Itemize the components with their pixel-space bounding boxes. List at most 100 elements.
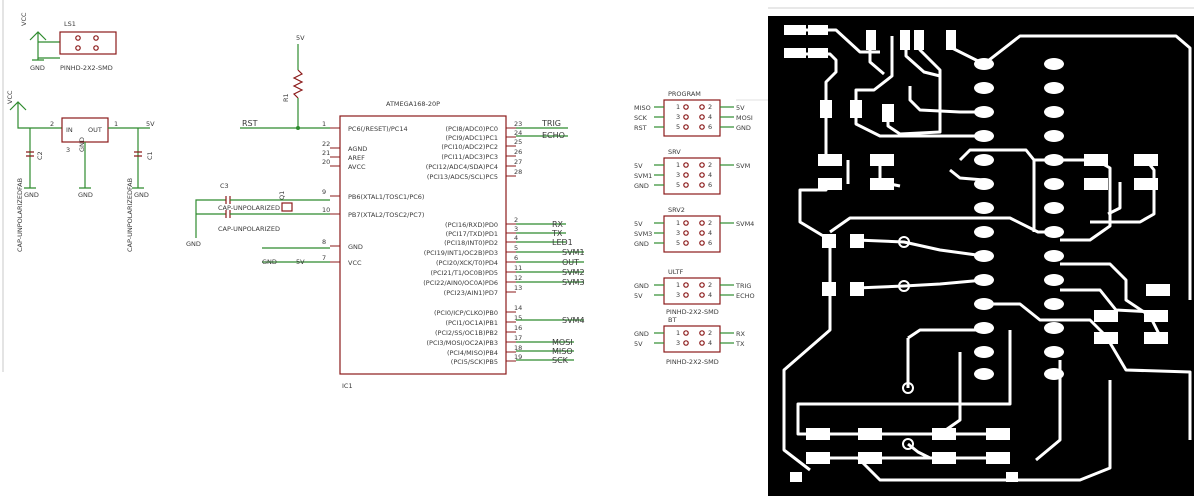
header-pin-num: 3 (676, 171, 680, 179)
header-left-label: GND (634, 182, 649, 190)
smd-pad (882, 104, 894, 122)
header-pin (683, 124, 689, 130)
ic1-left-pin-num: 22 (322, 140, 330, 148)
header-pin (699, 230, 705, 236)
header-pin (699, 340, 705, 346)
ic1-left-pin-label: GND (348, 243, 363, 251)
gnd-label-c2: GND (24, 191, 39, 199)
smd-pad (1094, 332, 1118, 344)
header-left-label: SCK (634, 114, 648, 122)
ic1-left-pin-num: 20 (322, 158, 330, 166)
c3-name: C3 (220, 182, 229, 190)
ic1-right-pin-label: (PCI12/ADC4/SDA)PC4 (426, 163, 498, 171)
ic1-name: IC1 (342, 382, 353, 390)
header-body (663, 277, 721, 305)
smd-pad (850, 234, 864, 248)
net-out: OUT (562, 258, 579, 267)
header-left-label: GND (634, 282, 649, 290)
header-pin (683, 162, 689, 168)
c1-value: CAP-UNPOLARIZEDFAB (126, 178, 134, 252)
header-pin-num: 3 (676, 339, 680, 347)
c3-value: CAP-UNPOLARIZED (218, 204, 280, 212)
ic-through-hole-pad (974, 178, 994, 190)
header-pin-num: 6 (708, 123, 712, 131)
header-pin-num: 2 (708, 219, 712, 227)
header-right-label: TRIG (735, 282, 751, 290)
smd-pad (808, 48, 828, 58)
pcb-pads (784, 25, 1170, 482)
ic1-right-pin-label: (PCI3/MOSI/OC2A)PB3 (427, 339, 498, 347)
via (898, 236, 910, 248)
ls1-name: LS1 (64, 20, 76, 28)
header-left-label: RST (634, 124, 647, 132)
ic1-left-pin-num: 8 (322, 238, 326, 246)
ic1-right-pin-label: (PCI1/OC1A)PB1 (445, 319, 498, 327)
ic1-right-pin-label: (PCI17/TXD)PD1 (446, 230, 498, 238)
header-pin (699, 330, 705, 336)
r1-name: R1 (282, 93, 290, 102)
header-title: BT (668, 316, 676, 324)
ic1-left-pin-label: PC6(/RESET)/PC14 (348, 125, 408, 133)
c2-name: C2 (36, 151, 44, 160)
header-pin-num: 2 (708, 103, 712, 111)
ic-through-hole-pad (1044, 82, 1064, 94)
header-pin-num: 2 (708, 161, 712, 169)
reset-block: 5V R1 RST (240, 34, 330, 130)
ic1-right-pin-label: (PCI16/RXD)PD0 (445, 221, 498, 229)
header-pin-num: 4 (708, 291, 712, 299)
reg-out-label: OUT (88, 126, 102, 134)
ic1-left-pin-num: 7 (322, 254, 326, 262)
c4-value: CAP-UNPOLARIZED (218, 225, 280, 233)
header-pkg: PINHD-2X2-SMD (666, 308, 719, 316)
gnd-label-ic: GND (262, 258, 277, 266)
header-pin (699, 240, 705, 246)
smd-pad (1006, 472, 1018, 482)
smd-pad (818, 178, 842, 190)
smd-pad (866, 30, 876, 50)
ic1-right-pin-num: 16 (514, 324, 522, 332)
ic1-right-pin-label: (PCI22/AIN0/OC0A)PD6 (423, 279, 498, 287)
ic1-right-pin-num: 11 (514, 264, 522, 272)
ic1-right-pin-label: (PCI9/ADC1)PC1 (446, 134, 499, 142)
ic-through-hole-pad (974, 298, 994, 310)
via (902, 382, 914, 394)
header-pin-num: 3 (676, 113, 680, 121)
ic-through-hole-pad (1044, 154, 1064, 166)
ls1-header: LS1 PINHD-2X2-SMD (59, 20, 117, 72)
smd-pad (1094, 310, 1118, 322)
ic1-right-pin-label: (PCI10/ADC2)PC2 (441, 143, 498, 151)
header-title: SRV (668, 148, 681, 156)
header-right-label: TX (735, 340, 745, 348)
ic-through-hole-pad (974, 226, 994, 238)
net-trig: TRIG (541, 119, 561, 128)
ic1-right-pin-label: (PCI21/T1/OC0B)PD5 (430, 269, 498, 277)
ic1-left-pin-label: PB7(XTAL2/TOSC2/PC7) (348, 211, 424, 219)
header-pin (683, 240, 689, 246)
header-pin-num: 4 (708, 339, 712, 347)
header-left-label: 5V (634, 162, 643, 170)
ic1-left-pin-num: 10 (322, 206, 330, 214)
smd-pad (1134, 154, 1158, 166)
ic1-right-pin-num: 4 (514, 234, 518, 242)
ic1-left-pin-num: 1 (322, 120, 326, 128)
ic-through-hole-pad (1044, 202, 1064, 214)
net-svm3: SVM3 (562, 278, 585, 287)
header-body (663, 157, 721, 195)
ic-through-hole-pad (1044, 322, 1064, 334)
header-title: PROGRAM (668, 90, 701, 98)
ic1-right-pin-num: 24 (514, 129, 522, 137)
header-pin-num: 3 (676, 291, 680, 299)
header-pin (683, 330, 689, 336)
via (902, 438, 914, 450)
smd-pad (790, 472, 802, 482)
header-pin-num: 3 (676, 229, 680, 237)
c1-name: C1 (146, 151, 154, 160)
ic1-right-pin-label: (PCI0/ICP/CLKO)PB0 (434, 309, 498, 317)
gnd-label-c1: GND (134, 191, 149, 199)
ic-through-hole-pad (974, 58, 994, 70)
ic1-left-pin-num: 9 (322, 188, 326, 196)
ic-through-hole-pad (1044, 274, 1064, 286)
reg-pin2-num: 2 (50, 120, 54, 128)
